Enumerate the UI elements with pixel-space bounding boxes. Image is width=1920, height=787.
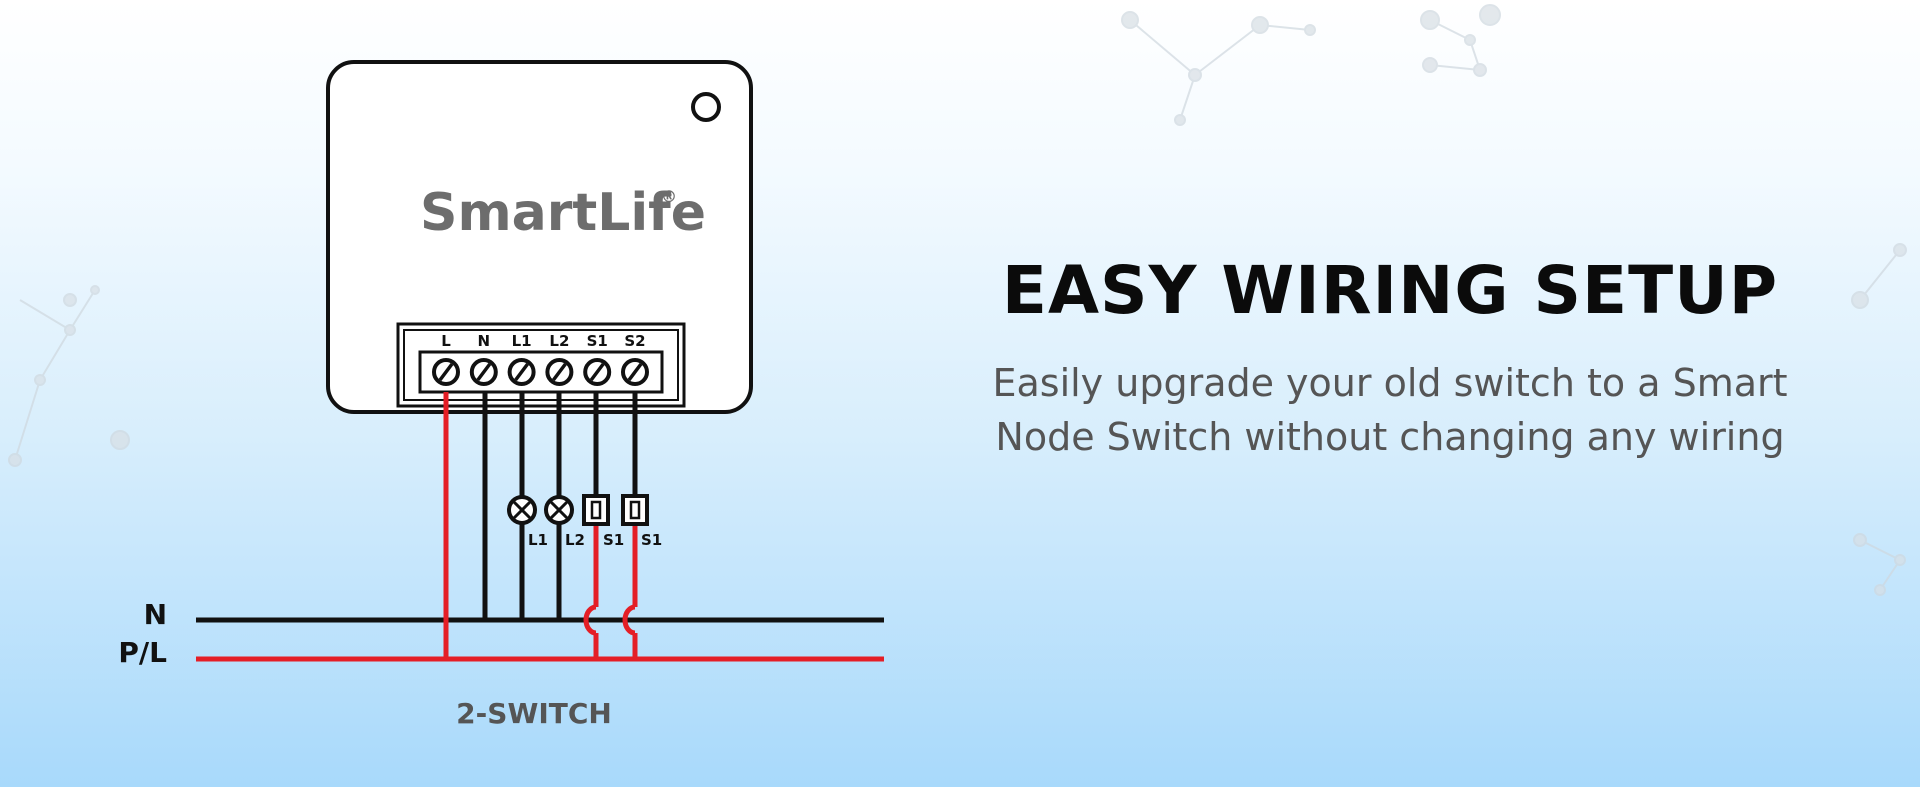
terminal-screw-icon bbox=[507, 358, 536, 386]
molecule-decoration bbox=[8, 4, 1907, 596]
brand-logo: SmartLife bbox=[420, 183, 706, 243]
switch-label-s1: S1 bbox=[603, 531, 624, 549]
lamp-label-l2: L2 bbox=[565, 531, 585, 549]
page-title: EASY WIRING SETUP bbox=[1001, 252, 1779, 329]
device-module: SmartLife ® L N L1 L2 S1 S2 bbox=[326, 60, 753, 414]
terminal-label-n: N bbox=[478, 332, 491, 350]
terminal-screw-icon bbox=[583, 358, 612, 386]
bus-label-n: N bbox=[144, 598, 167, 631]
lamp-l2-icon bbox=[544, 495, 574, 525]
terminal-screw-icon bbox=[545, 358, 574, 386]
reset-hole-icon bbox=[691, 92, 721, 122]
terminal-screw-icon bbox=[432, 358, 460, 386]
wire-s1-crossover bbox=[583, 604, 597, 636]
lamp-l1-icon bbox=[507, 495, 537, 525]
terminal-label-s2: S2 bbox=[624, 332, 645, 350]
switch-label-s2: S1 bbox=[641, 531, 662, 549]
terminal-label-s1: S1 bbox=[587, 332, 608, 350]
switch-s2-icon bbox=[621, 494, 649, 526]
diagram-caption: 2-SWITCH bbox=[456, 697, 612, 730]
wires bbox=[196, 392, 884, 662]
registered-mark: ® bbox=[661, 187, 677, 206]
terminal-label-l1: L1 bbox=[512, 332, 532, 350]
wire-s2-crossover bbox=[622, 604, 636, 636]
feature-description: Easily upgrade your old switch to a Smar… bbox=[992, 361, 1788, 459]
switch-s1-icon bbox=[582, 494, 610, 526]
terminal-screw-icon bbox=[621, 358, 649, 386]
terminal-label-l: L bbox=[441, 332, 451, 350]
terminal-screw-icon bbox=[469, 358, 498, 386]
bus-label-pl: P/L bbox=[118, 636, 167, 669]
terminal-label-l2: L2 bbox=[549, 332, 569, 350]
lamp-label-l1: L1 bbox=[528, 531, 548, 549]
